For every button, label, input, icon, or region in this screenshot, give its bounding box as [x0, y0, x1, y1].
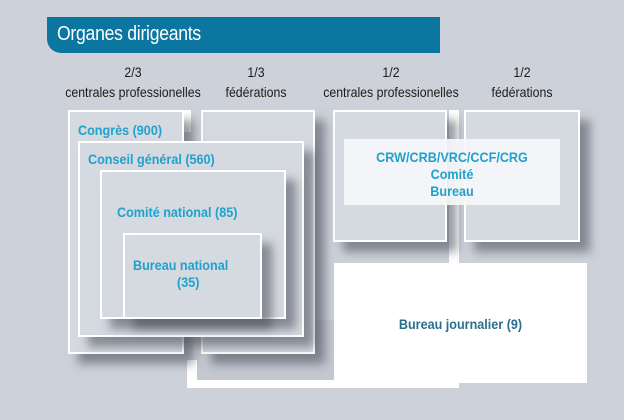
column-heading-3: 1/2 centrales professionelles: [318, 62, 464, 102]
bureau-journalier-box: Bureau journalier (9): [334, 263, 587, 383]
regional-organs-label: CRW/CRB/VRC/CCF/CRG: [376, 149, 528, 165]
column-heading-4: 1/2 fédérations: [478, 62, 566, 102]
bureau-national-box: Bureau national (35): [123, 233, 262, 319]
congres-label: Congrès (900): [78, 122, 163, 138]
header-bar: Organes dirigeants: [47, 17, 440, 53]
bracket-bottom-connector: [187, 380, 459, 388]
column-label: centrales professionelles: [65, 84, 201, 100]
column-label: fédérations: [225, 84, 287, 100]
column-heading-2: 1/3 fédérations: [217, 62, 294, 102]
bureau-national-count: (35): [177, 274, 200, 290]
column-label: fédérations: [491, 84, 553, 100]
column-ratio: 1/2: [513, 64, 531, 80]
column-ratio: 1/2: [382, 64, 400, 80]
bureau-journalier-label: Bureau journalier (9): [398, 316, 523, 332]
column-label: centrales professionelles: [323, 84, 459, 100]
regional-organs-band: CRW/CRB/VRC/CCF/CRG Comité Bureau: [344, 139, 560, 205]
comite-national-label: Comité national (85): [117, 204, 238, 220]
regional-committee-label: Comité: [430, 166, 474, 182]
regional-bureau-label: Bureau: [430, 183, 474, 199]
column-ratio: 2/3: [124, 64, 142, 80]
bracket-left-connector: [187, 360, 197, 388]
diagram-title: Organes dirigeants: [57, 23, 201, 45]
conseil-general-label: Conseil général (560): [88, 151, 215, 167]
bracket-right-connector: [449, 110, 459, 388]
column-ratio: 1/3: [247, 64, 265, 80]
top-left-connector: [183, 110, 191, 132]
bureau-national-label: Bureau national: [133, 257, 229, 273]
column-heading-1: 2/3 centrales professionelles: [60, 62, 206, 102]
